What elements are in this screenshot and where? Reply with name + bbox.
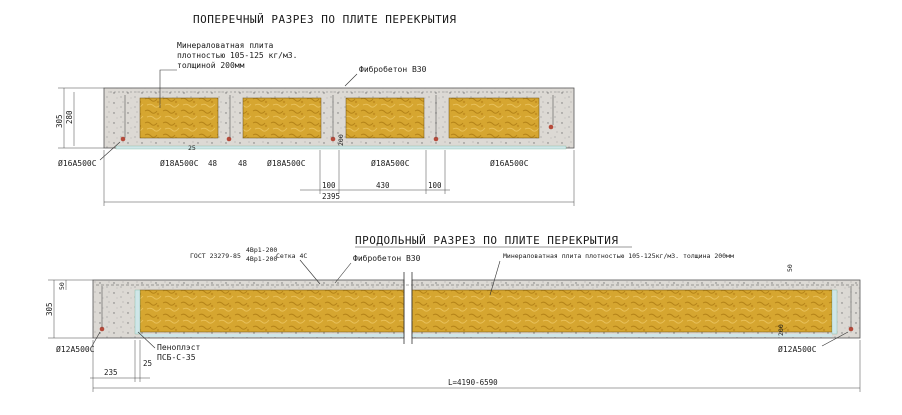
rebar-label: Ø18А500С <box>160 158 199 168</box>
cross-slab <box>103 87 575 150</box>
rebar-dot <box>99 326 105 332</box>
rebar-label-left: Ø12А500С <box>56 344 95 354</box>
mesh-spec-2: 4Вр1-200 <box>246 255 277 263</box>
concrete-label: Фибробетон В30 <box>359 64 427 74</box>
dim-length: L=4190-6590 <box>448 378 498 387</box>
rebar-label: Ø16А500С <box>58 158 97 168</box>
insulation-label-line-1: Минераловатная плита <box>177 41 274 50</box>
rebar-dot <box>120 136 126 142</box>
dim-long-height: 305 <box>45 302 54 316</box>
dim-rib-2: 100 <box>428 181 442 190</box>
rebar-dot <box>226 136 232 142</box>
dim-48-b: 48 <box>238 159 248 168</box>
mesh-spec-1: 4Вр1-200 <box>246 246 277 254</box>
cross-section-title: ПОПЕРЕЧНЫЙ РАЗРЕЗ ПО ПЛИТЕ ПЕРЕКРЫТИЯ <box>193 13 457 26</box>
rebar-dot <box>330 136 336 142</box>
insulation-strip <box>139 289 405 333</box>
dim-50-right: 50 <box>786 264 794 272</box>
dim-200: 200 <box>337 134 345 146</box>
long-horizontal-dims: 235 25 L=4190-6590 <box>90 340 861 392</box>
rebar-dot <box>433 136 439 142</box>
long-concrete-label: Фибробетон В30 <box>353 253 421 263</box>
dim-50-left: 50 <box>58 282 66 290</box>
long-vertical-dims: 305 50 50 200 <box>45 264 794 339</box>
long-slab <box>92 272 861 344</box>
rebar-label: Ø18А500С <box>267 158 306 168</box>
insulation-block <box>345 97 425 139</box>
foam-strip <box>134 289 141 335</box>
long-section-title: ПРОДОЛЬНЫЙ РАЗРЕЗ ПО ПЛИТЕ ПЕРЕКРЫТИЯ <box>355 234 619 247</box>
rebar-label-right: Ø12А500С <box>778 344 817 354</box>
insulation-block <box>448 97 540 139</box>
dim-height-inner: 280 <box>65 110 74 124</box>
cross-vertical-dims: 305 280 <box>55 87 104 149</box>
insulation-label-line-2: плотностью 105-125 кг/м3. <box>177 51 297 60</box>
cross-horizontal-dims: 100 430 100 2395 <box>103 150 575 206</box>
long-insulation-label: Минераловатная плита плотностью 105-125к… <box>503 252 734 260</box>
insulation-label-line-3: толщиной 200мм <box>177 61 245 70</box>
foam-label-1: Пеноплэст <box>157 343 201 352</box>
foam-strip <box>831 289 838 335</box>
mesh-label: Сетка 4С <box>276 252 307 260</box>
dim-gap: 430 <box>376 181 390 190</box>
dim-235: 235 <box>104 368 118 377</box>
insulation-block <box>139 97 219 139</box>
gost-label: ГОСТ 23279-85 <box>190 252 241 260</box>
dim-25: 25 <box>188 144 196 152</box>
dim-long-25: 25 <box>143 359 152 368</box>
foam-label-2: ПСБ-С-35 <box>157 353 196 362</box>
insulation-block <box>242 97 322 139</box>
rebar-label: Ø16А500С <box>490 158 529 168</box>
insulation-strip <box>411 289 833 333</box>
dim-rib-1: 100 <box>322 181 336 190</box>
dim-height-total: 305 <box>55 114 64 128</box>
rebar-label: Ø18А500С <box>371 158 410 168</box>
dim-48-a: 48 <box>208 159 218 168</box>
dim-long-200: 200 <box>777 324 785 336</box>
rebar-dot <box>848 326 854 332</box>
dim-width-total: 2395 <box>322 192 340 201</box>
rebar-dot <box>548 124 554 130</box>
